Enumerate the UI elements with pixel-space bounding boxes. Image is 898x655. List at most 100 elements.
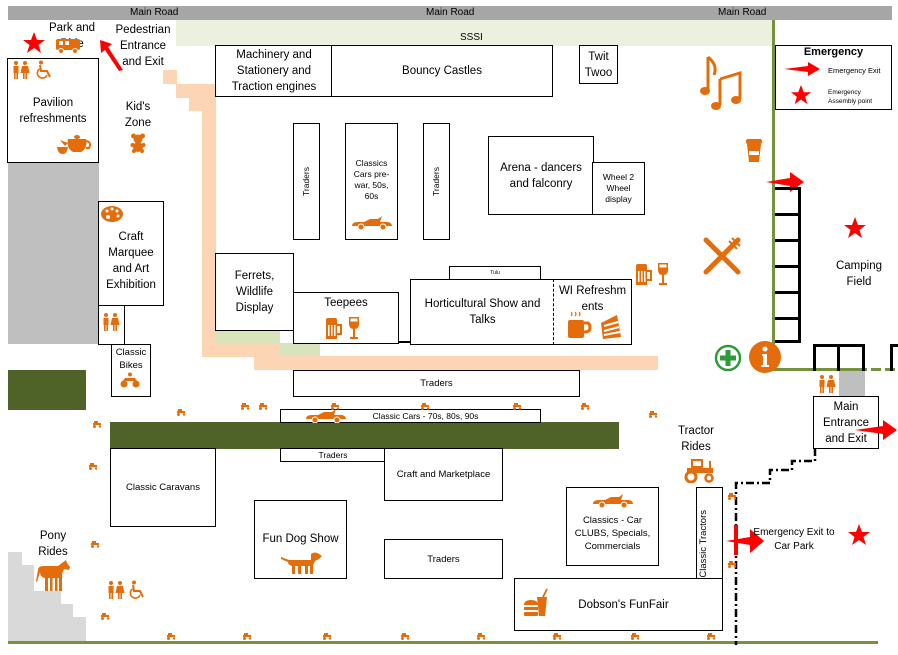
- area-classic-caravans[interactable]: Classic Caravans: [110, 448, 216, 527]
- mini-tractor-icon: [552, 632, 562, 640]
- grey-area: [8, 162, 99, 344]
- main-exit-arrow-icon: [855, 420, 897, 440]
- mini-tractor-icon: [100, 612, 110, 620]
- mini-tractor-icon: [630, 632, 640, 640]
- area-wheel-2-wheel[interactable]: Wheel 2 Wheel display: [592, 162, 645, 215]
- boundary-dashed: [857, 368, 898, 371]
- legend-star-icon: [790, 84, 812, 106]
- legend-exit-arrow-icon: [784, 62, 820, 76]
- car-icon: [350, 216, 394, 230]
- area-bouncy-castles[interactable]: Bouncy Castles: [331, 45, 553, 97]
- pedestrian-entrance-label: Pedestrian Entrance and Exit: [115, 24, 171, 68]
- area-traders-vertical-2[interactable]: Traders: [423, 123, 450, 240]
- area-craft-marquee[interactable]: Craft Marquee and Art Exhibition: [98, 201, 164, 306]
- area-main-entrance[interactable]: Main Entrance and Exit: [813, 396, 879, 449]
- area-traders-row[interactable]: Traders: [293, 370, 580, 397]
- wheelchair-icon: [36, 60, 54, 80]
- pony-area: [33, 591, 61, 644]
- twit-twoo-label: Twit Twoo: [584, 50, 613, 79]
- bouncy-castles-label: Bouncy Castles: [402, 65, 482, 77]
- legend-exit-label: Emergency Exit: [828, 66, 881, 75]
- information-icon[interactable]: [748, 340, 782, 374]
- quad-bike-icon: [119, 372, 141, 388]
- boundary-line: [772, 20, 775, 370]
- area-funfair[interactable]: Dobson's FunFair: [514, 578, 723, 631]
- tulu-label: Tulu: [490, 270, 500, 276]
- area-classic-cars-70s[interactable]: Classic Cars - 70s, 80s, 90s: [280, 409, 541, 423]
- connector-line: [398, 341, 410, 343]
- wine-glass-icon: [348, 316, 360, 340]
- area-ferrets[interactable]: Ferrets, Wildlife Display: [215, 253, 294, 331]
- path-segment: [189, 97, 216, 111]
- main-road-label-2: Main Road: [426, 7, 475, 18]
- dog-icon: [281, 551, 323, 575]
- fast-food-icon: [523, 588, 549, 618]
- green-patch: [280, 343, 320, 356]
- pony-area: [60, 604, 73, 644]
- classics-prewar-label: Classics Cars pre-war, 50s, 60s: [353, 158, 390, 201]
- legend-title: Emergency: [803, 46, 864, 58]
- area-machinery[interactable]: Machinery and Stationery and Traction en…: [215, 45, 333, 97]
- pony-area: [72, 617, 86, 644]
- mini-tractor-icon: [727, 492, 737, 500]
- area-wi-refreshments[interactable]: WI Refreshments: [553, 279, 632, 345]
- mini-tractor-icon: [400, 632, 410, 640]
- path-segment: [163, 70, 177, 84]
- fun-dog-show-label: Fun Dog Show: [262, 533, 339, 545]
- entrance-walkway: [839, 371, 865, 397]
- main-road-label-3: Main Road: [718, 7, 767, 18]
- area-tulu[interactable]: Tulu: [449, 266, 541, 280]
- mini-tractor-icon: [727, 560, 737, 568]
- area-horticultural[interactable]: Horticultural Show and Talks: [410, 279, 555, 345]
- star-camping-assembly-icon: [843, 216, 867, 240]
- area-traders-vertical-1[interactable]: Traders: [293, 123, 320, 240]
- music-notes-icon: [700, 55, 744, 111]
- mini-tractor-icon: [240, 402, 250, 410]
- mini-tractor-icon: [512, 402, 522, 410]
- area-traders-bottom[interactable]: Traders: [384, 539, 503, 579]
- beer-mug-icon: [324, 316, 344, 340]
- main-entrance-label: Main Entrance and Exit: [822, 400, 870, 445]
- pony-area: [20, 565, 34, 644]
- toilets-icon: [106, 580, 126, 600]
- star-car-park-assembly-icon: [847, 523, 871, 547]
- toilets-icon: [817, 374, 837, 394]
- traders-vertical-2-label: Traders: [431, 167, 441, 196]
- mini-tractor-icon: [420, 402, 430, 410]
- tractor-rides-label: Tractor Rides: [678, 425, 714, 453]
- area-craft-marketplace[interactable]: Craft and Marketplace: [384, 448, 503, 501]
- area-classic-tractors[interactable]: Classic Tractors: [696, 487, 723, 580]
- classic-caravans-label: Classic Caravans: [126, 482, 200, 493]
- traders-bottom-label: Traders: [427, 553, 460, 565]
- mini-tractor-icon: [330, 402, 340, 410]
- bus-icon: [55, 38, 81, 54]
- legend-assembly-label: Emergency Assembly point: [828, 89, 873, 105]
- mini-tractor-icon: [322, 632, 332, 640]
- classic-cars-70s-label: Classic Cars - 70s, 80s, 90s: [372, 410, 479, 421]
- sssi-zone: [176, 20, 774, 46]
- mini-tractor-icon: [476, 632, 486, 640]
- tractor-icon: [683, 457, 715, 483]
- emergency-exit-car-park-label: Emergency Exit to Car Park: [753, 527, 835, 552]
- craft-marquee-label: Craft Marquee and Art Exhibition: [106, 230, 156, 291]
- area-twit-twoo[interactable]: Twit Twoo: [579, 45, 618, 84]
- traders-small-label: Traders: [318, 449, 348, 460]
- food-cutlery-icon: [702, 236, 742, 276]
- star-assembly-icon: [22, 31, 46, 55]
- pavilion-label: Pavilion refreshments: [19, 97, 87, 125]
- teepees-label: Teepees: [324, 297, 368, 309]
- first-aid-icon: [714, 344, 742, 372]
- area-classics-prewar[interactable]: Classics Cars pre-war, 50s, 60s: [345, 123, 398, 240]
- toilets-icon: [101, 312, 121, 332]
- kids-zone-label: Kid's Zone: [124, 101, 152, 129]
- traders-row-label: Traders: [420, 378, 453, 389]
- area-teepees[interactable]: Teepees: [293, 292, 399, 344]
- hedge-middle: [110, 422, 619, 449]
- area-traders-small[interactable]: Traders: [280, 448, 386, 462]
- emergency-legend: Emergency Emergency Exit Emergency Assem…: [775, 45, 892, 110]
- area-arena[interactable]: Arena - dancers and falconry: [488, 136, 594, 215]
- pony-area: [8, 552, 22, 644]
- area-classic-bikes[interactable]: Classic Bikes: [111, 344, 151, 397]
- teapot-icon: [55, 130, 93, 156]
- green-patch: [215, 330, 280, 343]
